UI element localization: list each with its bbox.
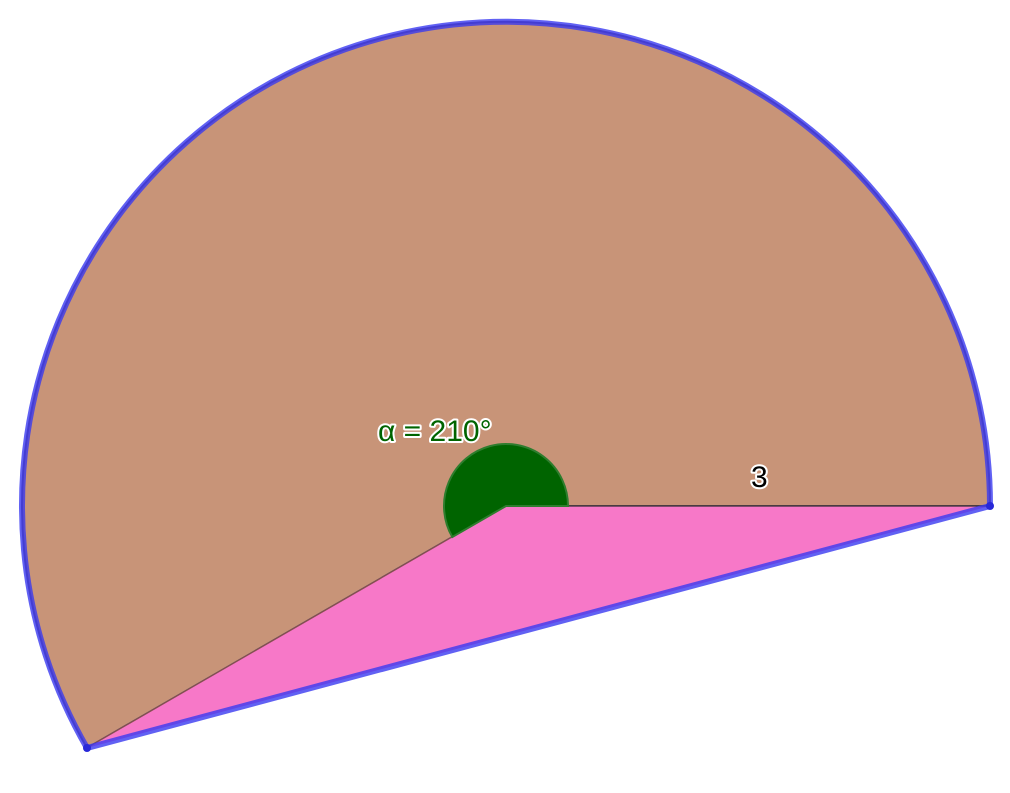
- sector-arc-outline: [19, 18, 993, 751]
- circular-sector: [21, 20, 992, 750]
- radius-label: 3: [751, 461, 768, 494]
- angle-label: α = 210°: [378, 415, 492, 448]
- radius-line-left: [86, 505, 507, 749]
- endpoint-left: [83, 744, 91, 752]
- endpoint-right: [986, 502, 994, 510]
- chord-segment: [84, 503, 993, 751]
- angle-marker: [443, 443, 570, 539]
